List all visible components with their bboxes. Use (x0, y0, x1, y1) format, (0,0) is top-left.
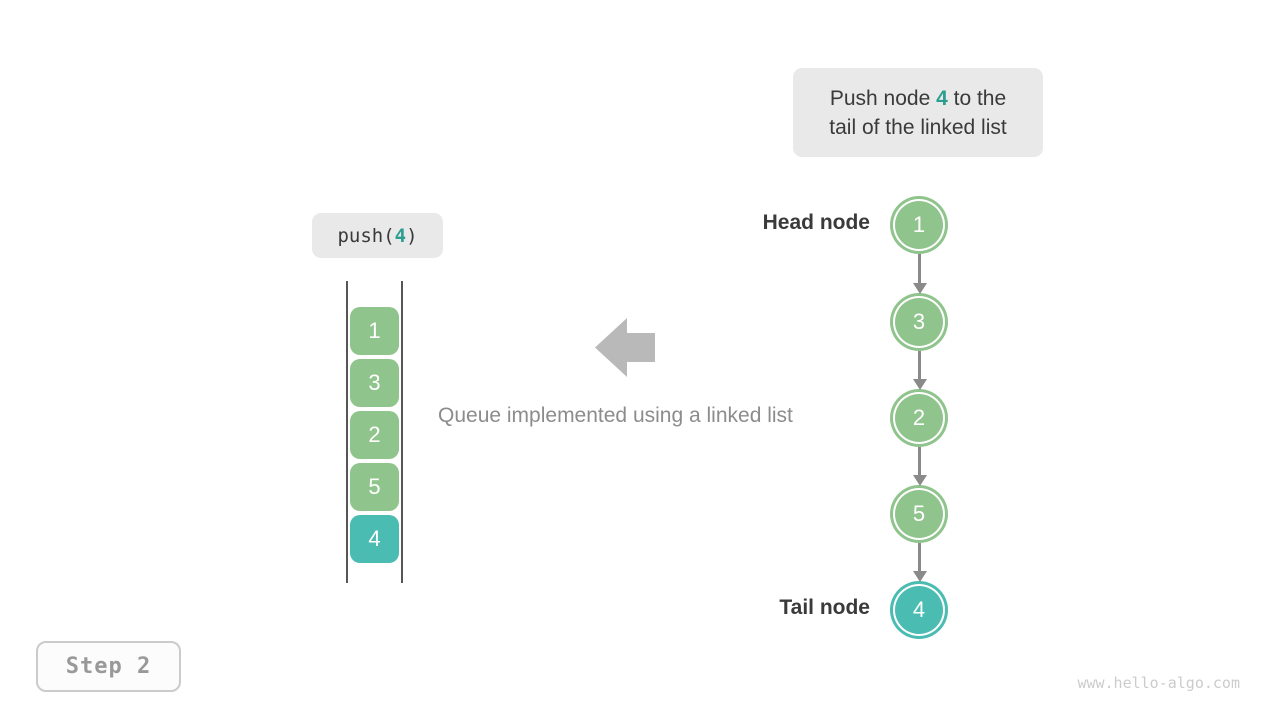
callout-text-prefix: Push node (829, 86, 937, 110)
step-badge: Step 2 (36, 641, 181, 692)
push-code-prefix: push( (337, 224, 395, 247)
node-core: 5 (895, 490, 943, 538)
arrow-head (912, 283, 927, 294)
linked-list-node-4: 5 (890, 485, 948, 543)
step-label: Step 2 (65, 654, 152, 679)
down-arrow-icon (912, 254, 927, 294)
linked-list-node-2: 3 (890, 293, 948, 351)
callout-highlighted-value: 4 (936, 86, 948, 110)
queue-item-4: 5 (350, 463, 399, 511)
head-node-label: Head node (762, 211, 870, 234)
push-code-argument: 4 (394, 224, 407, 247)
queue-item-value: 1 (368, 318, 381, 343)
queue-item-value: 5 (368, 474, 381, 499)
callout-text-line2: tail of the linked list (829, 115, 1007, 139)
queue-item-2: 3 (350, 359, 399, 407)
node-core: 3 (895, 298, 943, 346)
queue-array-container: 1 3 2 5 4 (346, 281, 403, 583)
push-code-suffix: ) (406, 224, 418, 247)
push-instruction-callout: Push node 4 to the tail of the linked li… (793, 68, 1043, 157)
node-value: 4 (912, 597, 926, 622)
node-value: 2 (912, 405, 926, 430)
node-core: 4 (895, 586, 943, 634)
push-operation-label: push(4) (312, 213, 443, 258)
linked-list-node-5: 4 (890, 581, 948, 639)
queue-item-value: 3 (368, 370, 381, 395)
down-arrow-icon (912, 351, 927, 390)
arrow-head (912, 379, 927, 390)
arrow-stem (918, 254, 921, 283)
node-value: 5 (912, 501, 926, 526)
arrow-stem (918, 351, 921, 379)
diagram-caption: Queue implemented using a linked list (438, 404, 793, 427)
queue-item-1: 1 (350, 307, 399, 355)
arrow-head (912, 571, 927, 582)
callout-text-suffix: to the (947, 86, 1007, 110)
linked-list-node-3: 2 (890, 389, 948, 447)
arrow-stem (918, 447, 921, 475)
queue-item-3: 2 (350, 411, 399, 459)
down-arrow-icon (912, 543, 927, 582)
node-value: 1 (912, 212, 926, 237)
watermark: www.hello-algo.com (1077, 674, 1240, 692)
arrow-head (912, 475, 927, 486)
linked-list-node-1: 1 (890, 196, 948, 254)
queue-item-value: 4 (368, 526, 381, 551)
arrow-stem (918, 543, 921, 571)
tail-node-label: Tail node (779, 596, 870, 619)
left-block-arrow-icon (595, 318, 655, 377)
push-instruction-text: Push node 4 to the tail of the linked li… (829, 84, 1006, 142)
down-arrow-icon (912, 447, 927, 486)
queue-item-value: 2 (368, 422, 381, 447)
node-value: 3 (912, 309, 926, 334)
queue-item-5: 4 (350, 515, 399, 563)
node-core: 2 (895, 394, 943, 442)
node-core: 1 (895, 201, 943, 249)
